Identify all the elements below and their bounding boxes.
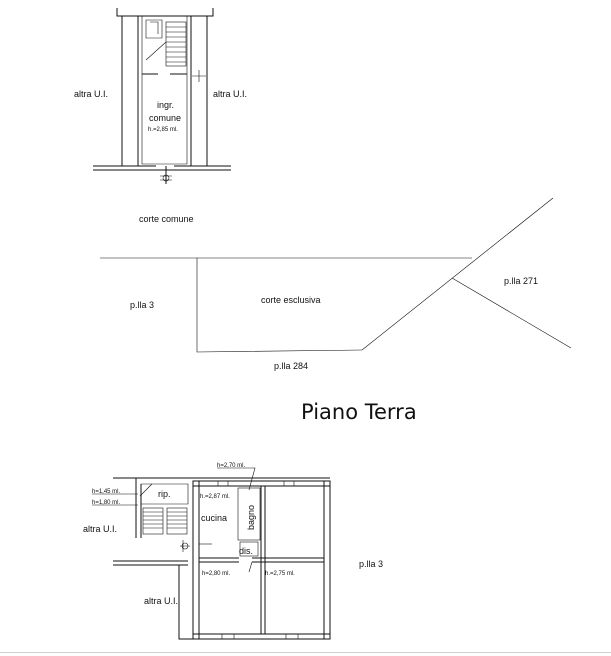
label-entrance-line2: comune <box>149 113 181 123</box>
ground-floor-plan <box>92 467 331 640</box>
facade-top-line <box>116 8 214 17</box>
leader-hallway <box>248 561 253 573</box>
leader-height-storage <box>92 493 138 506</box>
label-parcel-left: p.lla 3 <box>130 300 154 310</box>
label-entrance-line1: ingr. <box>157 100 174 110</box>
stair-treads <box>166 26 186 63</box>
main-west-wall <box>192 480 200 640</box>
label-entrance-height: h.=2,85 ml. <box>148 127 178 133</box>
column-marker <box>192 70 206 82</box>
niche <box>145 19 163 39</box>
storage-door <box>139 483 153 497</box>
ground-staircase <box>142 507 164 535</box>
right-wall <box>190 15 208 167</box>
label-room-right-height: h.=2,75 ml. <box>265 571 295 577</box>
main-south-wall <box>193 633 330 640</box>
leader-height-top <box>217 467 256 491</box>
corridor-frame <box>141 16 188 165</box>
door-symbol <box>180 540 190 552</box>
label-other-unit-west: altra U.I. <box>83 524 117 534</box>
central-partition <box>260 485 266 635</box>
page-bottom-rule <box>0 652 611 653</box>
window-north-2 <box>283 480 295 487</box>
ground-stair-treads <box>143 511 187 529</box>
main-north-wall <box>193 480 330 487</box>
south-divider-west <box>113 560 188 566</box>
door-handle <box>181 542 189 550</box>
label-room-left-height: h=2,80 ml. <box>202 571 231 577</box>
exclusive-court-border <box>196 258 363 353</box>
staircase <box>165 21 187 67</box>
south-west-wall <box>178 565 193 640</box>
label-kitchen-height: h.=2,87 ml. <box>200 494 230 500</box>
ground-staircase-2 <box>166 507 188 535</box>
label-parcel-bottom: p.lla 284 <box>274 361 308 371</box>
label-kitchen: cucina <box>201 513 227 523</box>
label-bathroom: bagno <box>246 505 256 530</box>
window-south-1 <box>221 633 235 640</box>
label-other-unit-right: altra U.I. <box>213 89 247 99</box>
label-hallway: dis. <box>239 546 253 556</box>
left-wall <box>121 15 139 167</box>
label-other-unit-left: altra U.I. <box>74 89 108 99</box>
stair-arrow <box>145 41 167 61</box>
label-height-b: h=1,80 ml. <box>92 500 121 506</box>
hallway-box <box>239 541 259 557</box>
diagonal-boundary <box>361 197 554 351</box>
main-east-wall <box>323 480 331 640</box>
site-plan <box>100 197 572 353</box>
label-exclusive-court: corte esclusiva <box>261 295 321 305</box>
label-height-top: h=2,70 ml. <box>217 463 246 469</box>
label-parcel-east: p.lla 3 <box>359 559 383 569</box>
drawing-title: Piano Terra <box>301 400 417 424</box>
label-parcel-right: p.lla 271 <box>504 276 538 286</box>
common-entrance-plan <box>93 8 231 184</box>
parcel-271-boundary <box>451 277 572 349</box>
storage-room <box>141 483 189 505</box>
west-wall <box>135 478 142 538</box>
label-other-unit-south: altra U.I. <box>144 596 178 606</box>
bathroom-box <box>237 487 261 541</box>
label-storage: rip. <box>158 489 171 499</box>
window-north-1 <box>217 480 229 487</box>
label-common-court: corte comune <box>139 214 194 224</box>
niche-detail <box>150 21 159 34</box>
entrance-symbol <box>160 166 172 184</box>
window-south-2 <box>285 633 299 640</box>
label-height-a: h=1,45 ml. <box>92 489 121 495</box>
